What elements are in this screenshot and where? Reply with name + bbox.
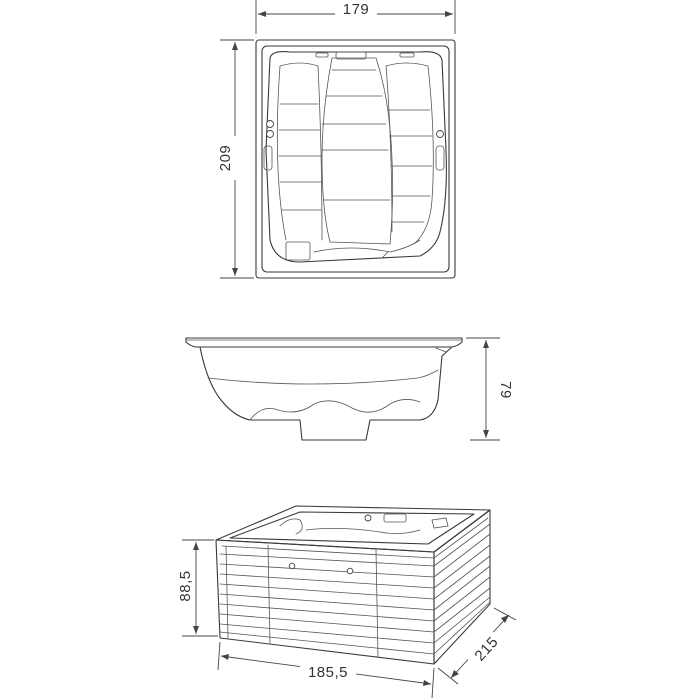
perspective-seat-line <box>305 528 421 534</box>
perspective-side-panel <box>433 509 491 665</box>
top-center-lounger <box>321 57 394 245</box>
perspective-view: 88,5 185,5 215 <box>172 505 517 699</box>
panel-screw-left <box>288 562 296 570</box>
top-handle-left <box>263 145 273 171</box>
top-headrest-slot <box>335 51 367 60</box>
front-height-label: 88,5 <box>177 570 194 601</box>
top-small-slot-left <box>315 52 329 58</box>
top-outer-rim <box>255 39 456 279</box>
top-jet-left-2 <box>266 130 274 138</box>
top-handle-right <box>435 145 445 171</box>
top-width-label: 179 <box>343 1 370 18</box>
top-inner-rim <box>261 45 450 273</box>
panel-divider-1 <box>267 544 271 645</box>
top-left-seat <box>276 62 323 241</box>
side-height-label: 79 <box>497 381 514 399</box>
top-small-slot-right <box>399 52 415 58</box>
perspective-inner-rim <box>229 511 475 545</box>
front-depth-dimension: 215 <box>437 607 517 685</box>
top-jet-left-1 <box>266 120 274 128</box>
side-rim <box>185 337 463 348</box>
front-width-label: 185,5 <box>308 664 348 681</box>
top-jet-right <box>436 130 444 138</box>
side-view: 79 <box>185 337 514 441</box>
top-right-seat <box>385 62 434 245</box>
side-height-dimension: 79 <box>466 337 514 441</box>
top-basin-outline <box>265 51 447 263</box>
perspective-headrest <box>279 518 303 535</box>
panel-divider-2 <box>375 549 379 658</box>
top-width-dimension: 179 <box>255 0 456 34</box>
top-length-label: 209 <box>217 145 234 172</box>
side-body <box>199 346 453 441</box>
front-height-dimension: 88,5 <box>172 539 218 637</box>
top-foot-curve <box>313 239 421 253</box>
perspective-pillow <box>431 517 449 529</box>
perspective-jet <box>364 514 372 522</box>
side-waterline <box>207 369 439 385</box>
front-slats <box>219 553 435 655</box>
top-view: 179 209 <box>214 0 456 279</box>
panel-screw-right <box>346 567 354 575</box>
side-slats <box>433 523 491 655</box>
side-seat-contour <box>249 399 421 421</box>
top-length-dimension: 209 <box>214 39 254 279</box>
top-foot-pillow <box>285 241 311 261</box>
perspective-slot <box>383 513 407 523</box>
front-width-dimension: 185,5 <box>217 641 435 699</box>
